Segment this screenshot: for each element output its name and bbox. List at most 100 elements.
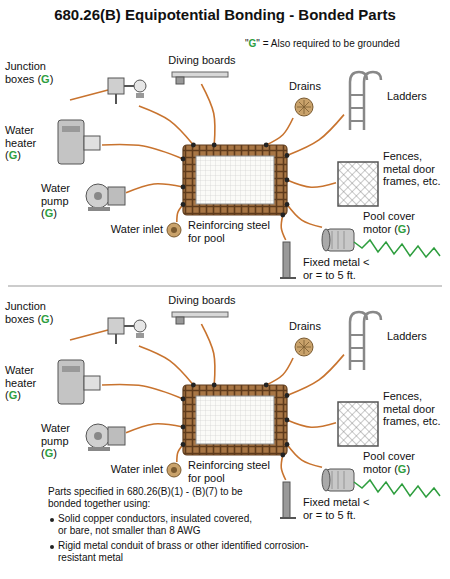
text-run: Fixed metal < or = to 5 ft. (303, 496, 369, 521)
bond-point (181, 185, 186, 190)
bond-point (285, 178, 290, 183)
water-inlet-icon (167, 223, 181, 237)
water-pump-icon (86, 184, 110, 208)
part-label: Junction boxes (G) (4, 60, 64, 85)
part-label: Pool cover motor (G) (362, 450, 436, 475)
text-run: ( (37, 73, 41, 85)
ladder-icon (364, 72, 381, 130)
text-run: ) (50, 313, 54, 325)
pool-shell: Reinforcing steel for pool (183, 385, 287, 455)
bond-point (280, 453, 285, 458)
text-run: ) (53, 447, 57, 459)
water-pump-icon (94, 192, 102, 200)
part-label: Water pump (G) (40, 422, 82, 460)
bonded-part: Water pump (G) (84, 178, 126, 212)
bonded-part: Junction boxes (G) (70, 306, 152, 346)
bonded-part: Water heater (G) (56, 356, 102, 406)
text-run: Water heater (5, 364, 36, 389)
part-label: Water heater (G) (4, 364, 52, 402)
water-pump-icon (86, 184, 125, 211)
drain-icon (295, 98, 313, 116)
bond-point (181, 397, 186, 402)
bonding-wire (287, 355, 344, 396)
ground-mark: G (398, 223, 407, 235)
bonding-wire (177, 445, 183, 463)
part-label: Ladders (386, 330, 440, 343)
text-run: ) (17, 389, 21, 401)
text-run: ( (5, 149, 9, 161)
part-label: Water pump (G) (40, 182, 82, 220)
bullet-item: Solid copper conductors, insulated cover… (58, 513, 253, 537)
bonded-part: Diving boards (172, 310, 228, 324)
ladder-icon (350, 72, 381, 130)
text-run: Parts specified in 680.26(B)(1) - (B)(7)… (48, 486, 243, 509)
text-run: ( (5, 389, 9, 401)
part-label: Water inlet (102, 463, 164, 476)
bullet-dot (50, 545, 54, 549)
pool-cover-motor-icon (354, 240, 440, 257)
water-heater-icon (62, 126, 80, 132)
junction-box-icon (136, 93, 144, 98)
diving-board-icon (172, 72, 228, 77)
ground-mark: G (9, 389, 18, 401)
bonding-wire (281, 455, 286, 480)
fence-icon (338, 162, 378, 206)
text-run: Fixed metal < or = to 5 ft. (303, 256, 369, 281)
pool-cover-motor-icon (322, 229, 330, 251)
text-run: Ladders (387, 90, 427, 102)
drain-icon (295, 98, 313, 116)
pool-shell (196, 156, 274, 204)
ground-mark: G (45, 207, 54, 219)
ground-mark: G (9, 149, 18, 161)
text-run: Water pump (41, 422, 70, 447)
bond-point (181, 425, 186, 430)
bond-point (285, 202, 290, 207)
ground-mark: G (249, 38, 257, 49)
ladder-icon (350, 95, 364, 121)
water-heater-icon (84, 136, 100, 150)
bonded-part: Water inlet (166, 222, 182, 238)
bonded-part: Drains (293, 96, 315, 118)
water-heater-icon (58, 120, 84, 164)
bond-point (181, 442, 186, 447)
diagram-title: 680.26(B) Equipotential Bonding - Bonded… (0, 6, 450, 23)
text-run: ( (37, 313, 41, 325)
text-run: ) (17, 149, 21, 161)
part-label: Fences, metal door frames, etc. (382, 390, 446, 428)
bonding-wire (287, 115, 344, 156)
part-label: Ladders (386, 90, 440, 103)
bonding-wire (281, 215, 286, 240)
text-run: Fences, metal door frames, etc. (383, 390, 440, 427)
text-run: Reinforcing steel for pool (188, 459, 270, 484)
bond-point (212, 143, 217, 148)
bond-point (191, 383, 196, 388)
bonded-part: Water heater (G) (56, 116, 102, 166)
note-text: Parts specified in 680.26(B)(1) - (B)(7)… (48, 486, 253, 510)
text-run: ( (394, 223, 398, 235)
bonded-part: Fixed metal < or = to 5 ft. (278, 240, 298, 280)
bond-point (285, 442, 290, 447)
bonding-wire (126, 184, 183, 193)
bonded-part: Fences, metal door frames, etc. (336, 160, 380, 208)
text-run: Ladders (387, 330, 427, 342)
bond-point (264, 143, 269, 148)
text-run: ) (406, 463, 410, 475)
fixed-metal-icon (280, 242, 296, 278)
text-run: " (256, 38, 260, 49)
text-run: Water heater (5, 124, 36, 149)
text-run: ( (41, 447, 45, 459)
ground-mark: G (398, 463, 407, 475)
bonded-part: Diving boards (172, 70, 228, 84)
text-run: Drains (289, 80, 321, 92)
drain-icon (297, 100, 311, 114)
bond-point (285, 393, 290, 398)
text-run: " (245, 38, 249, 49)
text-run: Reinforcing steel for pool (188, 219, 270, 244)
bond-point (280, 213, 285, 218)
text-run: ) (406, 223, 410, 235)
part-label: Reinforcing steel for pool (187, 459, 277, 484)
bonded-part: Ladders (344, 310, 382, 372)
bonding-wire (102, 144, 183, 159)
ground-mark: G (41, 73, 50, 85)
bonding-wire (201, 84, 215, 145)
